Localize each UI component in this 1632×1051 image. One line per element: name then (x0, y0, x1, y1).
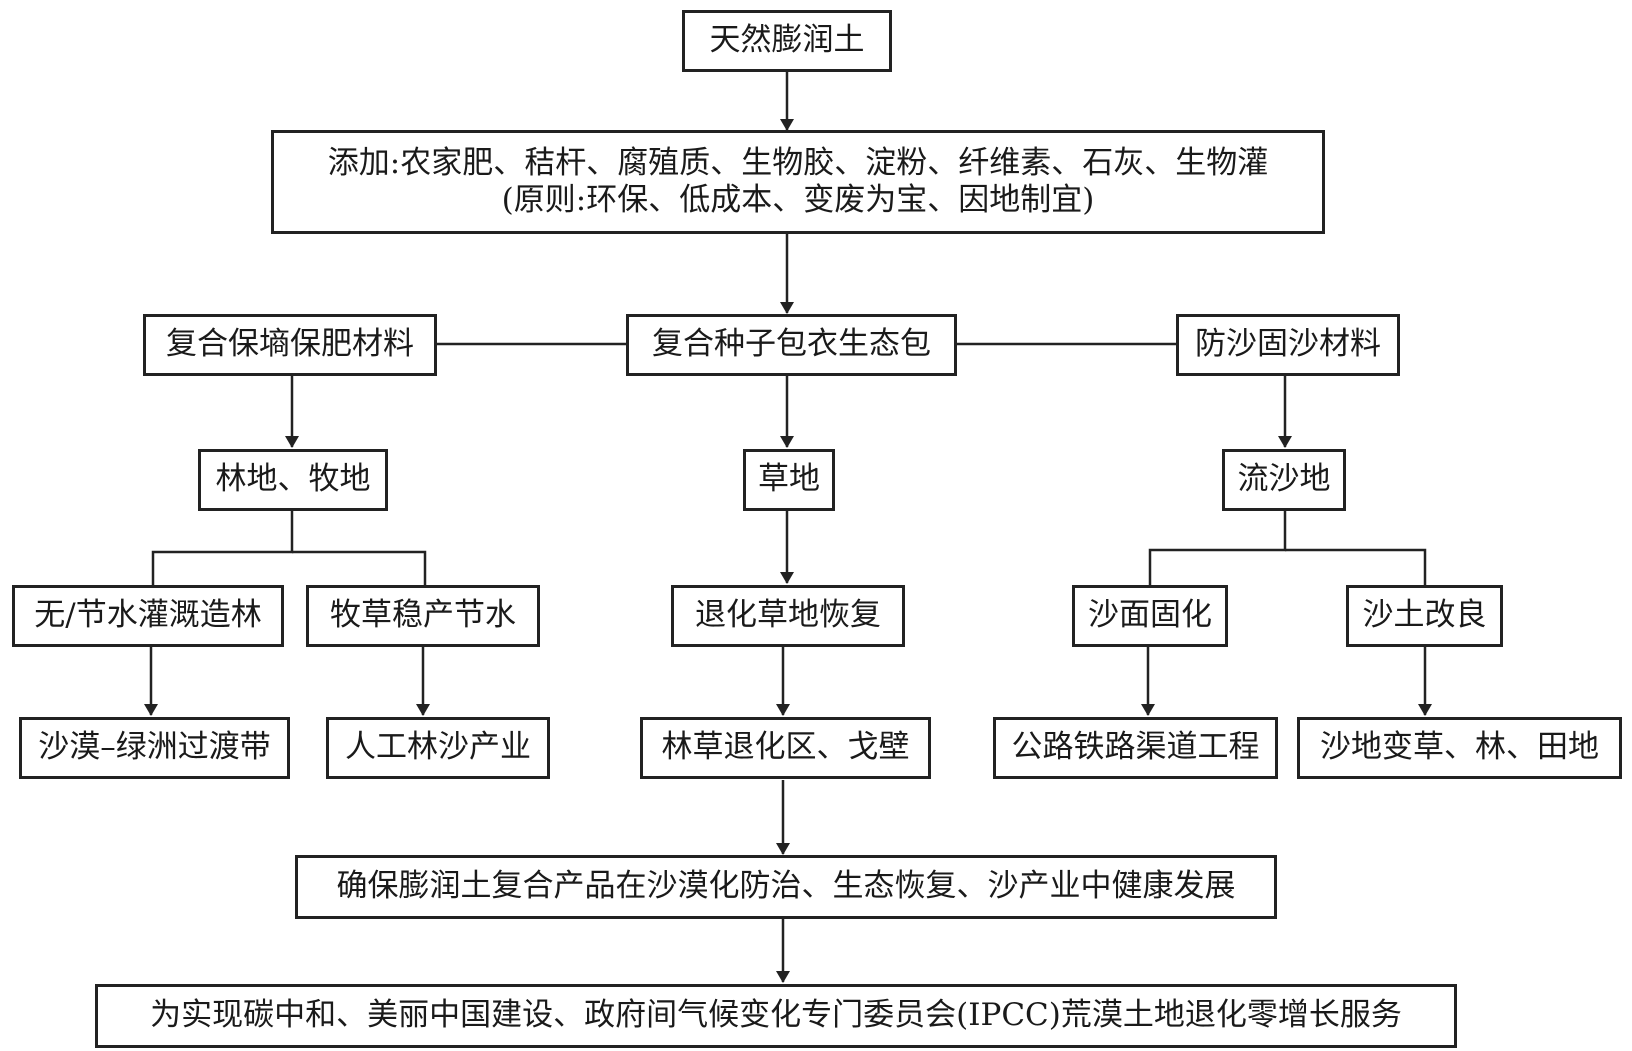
node-right-b: 沙土改良 (1346, 585, 1503, 647)
additives-line-2: (原则:环保、低成本、变废为宝、因地制宜) (501, 182, 1095, 218)
node-root: 天然膨润土 (682, 10, 892, 72)
node-leaf-2: 人工林沙产业 (326, 717, 550, 779)
node-left-land: 林地、牧地 (198, 449, 388, 511)
branch-right-land (1148, 510, 1287, 585)
branch-left-land (151, 510, 294, 585)
node-final: 为实现碳中和、美丽中国建设、政府间气候变化专门委员会(IPCC)荒漠土地退化零增… (95, 984, 1457, 1048)
node-center-a: 退化草地恢复 (671, 585, 905, 647)
node-left-material: 复合保墒保肥材料 (143, 314, 437, 376)
node-leaf-4: 公路铁路渠道工程 (993, 717, 1278, 779)
node-center-material: 复合种子包衣生态包 (626, 314, 957, 376)
node-right-land: 流沙地 (1222, 449, 1346, 511)
node-leaf-5: 沙地变草、林、田地 (1297, 717, 1622, 779)
node-left-b: 牧草稳产节水 (306, 585, 540, 647)
node-right-a: 沙面固化 (1072, 585, 1228, 647)
branch-left-land-b (292, 550, 427, 585)
node-additives: 添加:农家肥、秸杆、腐殖质、生物胶、淀粉、纤维素、石灰、生物灌 (原则:环保、低… (271, 130, 1325, 234)
node-left-a: 无/节水灌溉造林 (12, 585, 284, 647)
node-leaf-1: 沙漠–绿洲过渡带 (19, 717, 290, 779)
additives-line-1: 添加:农家肥、秸杆、腐殖质、生物胶、淀粉、纤维素、石灰、生物灌 (327, 144, 1269, 181)
node-center-land: 草地 (743, 449, 835, 511)
branch-right-land-b (1285, 548, 1427, 585)
node-goal: 确保膨润土复合产品在沙漠化防治、生态恢复、沙产业中健康发展 (295, 855, 1277, 919)
node-leaf-3: 林草退化区、戈壁 (640, 717, 931, 779)
node-right-material: 防沙固沙材料 (1176, 314, 1400, 376)
